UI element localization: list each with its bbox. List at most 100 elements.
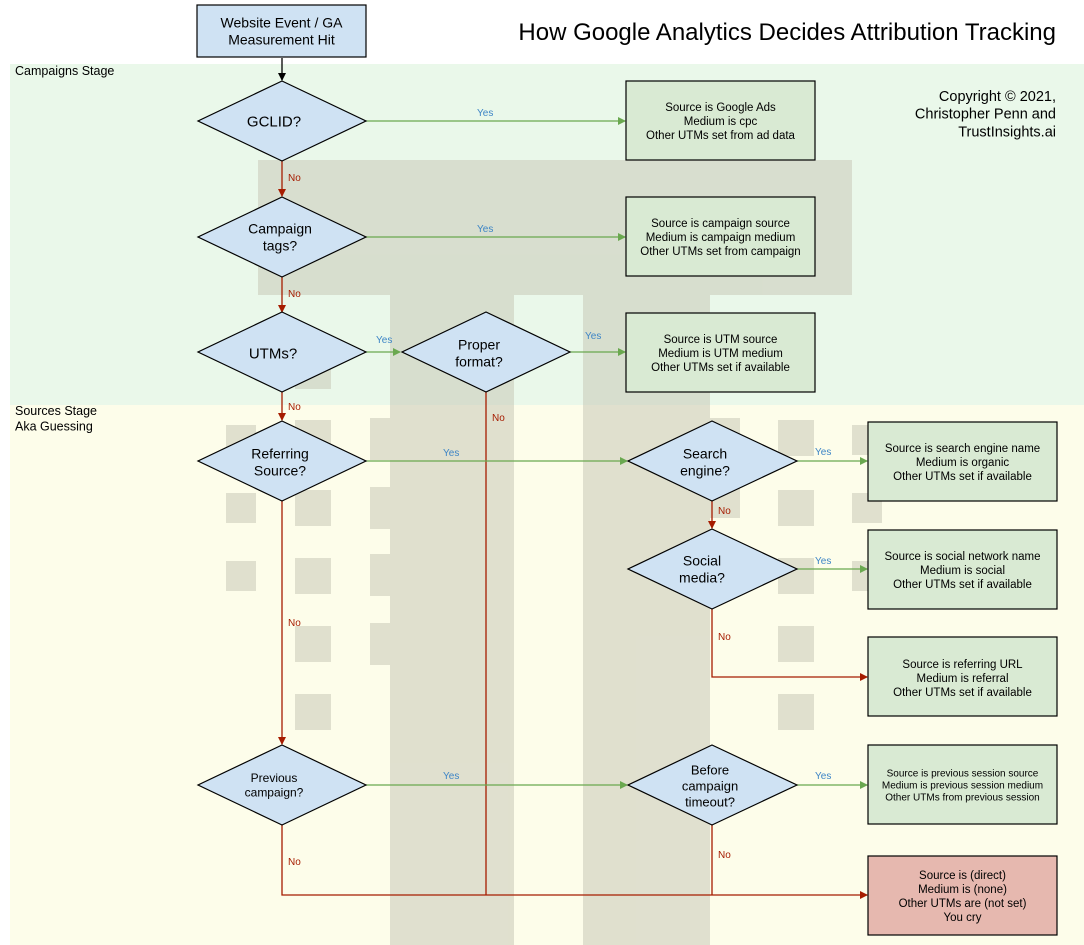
text-line: Previous — [251, 771, 298, 785]
text-line: Source is search engine name — [885, 443, 1040, 455]
edge-previous-no — [281, 825, 868, 899]
logo-shape — [778, 490, 814, 526]
logo-shape — [778, 420, 814, 456]
text-line: Source is social network name — [885, 551, 1041, 563]
label-yes: Yes — [585, 331, 601, 342]
label-yes: Yes — [815, 447, 831, 458]
edge-social-no — [711, 609, 868, 681]
text-line: engine? — [680, 462, 730, 478]
label-no: No — [718, 850, 731, 861]
label-no: No — [288, 173, 301, 184]
text-line: Medium is social — [920, 565, 1005, 577]
text-line: Other UTMs are (not set) — [899, 898, 1027, 910]
label-yes: Yes — [815, 771, 831, 782]
text-line: Source is Google Ads — [665, 102, 776, 114]
text-line: Referring — [251, 445, 309, 461]
text-line: Medium is referral — [916, 673, 1008, 685]
text-line: You cry — [944, 912, 982, 924]
text-line: Aka Guessing — [15, 419, 93, 433]
text-line: Source is UTM source — [664, 334, 778, 346]
campaigns-stage-label: Campaigns Stage — [15, 64, 114, 78]
text-line: campaign? — [245, 786, 304, 800]
text-line: Search — [683, 445, 727, 461]
text-line: Other UTMs set if available — [893, 471, 1032, 483]
text-line: Other UTMs set if available — [893, 687, 1032, 699]
text-line: Medium is campaign medium — [646, 232, 796, 244]
logo-shape — [295, 626, 331, 662]
label-no: No — [288, 618, 301, 629]
label-yes: Yes — [376, 335, 392, 346]
text-line: Social — [683, 552, 721, 568]
text-line: Source is previous session source — [887, 768, 1039, 779]
outcome-direct-text: Source is (direct) Medium is (none) Other … — [899, 870, 1027, 924]
label-yes: Yes — [815, 556, 831, 567]
outcome-referral-text: Source is referring URL Medium is referra… — [893, 659, 1032, 699]
text-line: Medium is (none) — [918, 884, 1007, 896]
text-line: TrustInsights.ai — [958, 124, 1056, 140]
label-yes: Yes — [443, 771, 459, 782]
page-title: How Google Analytics Decides Attribution… — [518, 19, 1056, 46]
text-line: Sources Stage — [15, 404, 97, 418]
text-line: tags? — [263, 237, 297, 253]
text-line: Other UTMs set from ad data — [646, 130, 796, 142]
decision-gclid: GCLID? — [196, 80, 368, 162]
label-no: No — [288, 289, 301, 300]
text-line: Campaign — [248, 220, 312, 236]
text-line: format? — [455, 353, 503, 369]
outcome-direct: Source is (direct) Medium is (none) Other … — [867, 855, 1058, 936]
logo-shape — [390, 295, 514, 945]
text-line: Measurement Hit — [228, 31, 335, 47]
logo-shape — [370, 623, 412, 665]
text-line: Medium is UTM medium — [658, 348, 783, 360]
logo-shape — [295, 694, 331, 730]
edge-labels: Yes No Yes No Yes Yes No No Yes Yes No Y… — [288, 108, 831, 868]
text-line: Source? — [254, 462, 306, 478]
text-line: Medium is organic — [916, 457, 1010, 469]
label-yes: Yes — [443, 448, 459, 459]
logo-shape — [226, 493, 256, 523]
text-line: Proper — [458, 336, 500, 352]
text-line: Christopher Penn and — [915, 107, 1056, 123]
logo-shape — [370, 554, 412, 596]
text-line: UTMs? — [249, 345, 297, 362]
decision-utms-label: UTMs? — [249, 345, 297, 362]
decision-utms: UTMs? — [196, 311, 368, 393]
text-line: Other UTMs set if available — [893, 579, 1032, 591]
text-line: Other UTMs from previous session — [885, 793, 1040, 804]
label-no: No — [288, 857, 301, 868]
text-line: Source is referring URL — [902, 659, 1023, 671]
label-no: No — [492, 413, 505, 424]
text-line: Source is (direct) — [919, 870, 1006, 882]
logo-shape — [295, 490, 331, 526]
decision-gclid-label: GCLID? — [247, 113, 301, 130]
outcome-referral: Source is referring URL Medium is referra… — [867, 636, 1058, 717]
